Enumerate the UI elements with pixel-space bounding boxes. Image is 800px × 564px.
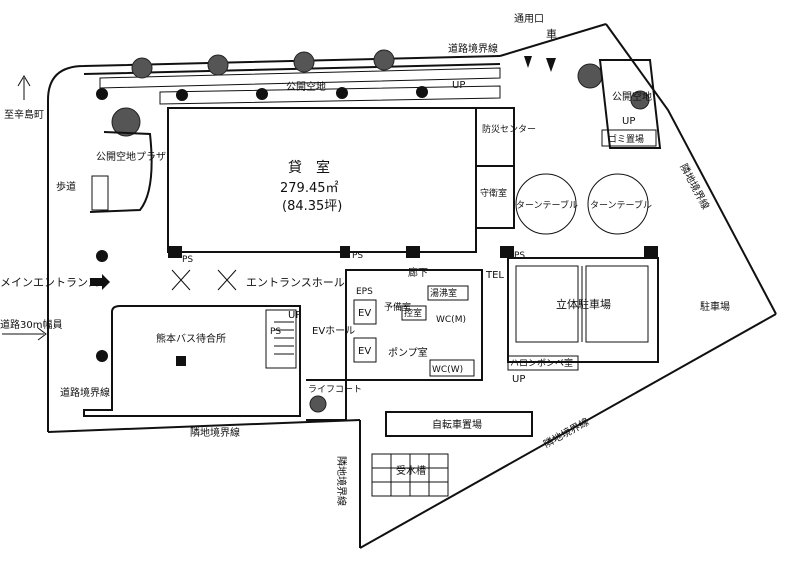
label-ev-1: EV	[358, 308, 371, 319]
service-arrow-1	[524, 56, 532, 68]
plaza-boundary	[89, 131, 153, 213]
label-sidewalk: 歩道	[56, 180, 76, 193]
label-parking-tower: 立体駐車場	[556, 297, 611, 311]
label-eps: EPS	[356, 287, 373, 297]
label-rental-room: 貸 室	[288, 159, 330, 176]
label-parking: 駐車場	[700, 300, 730, 313]
label-disaster-center: 防災センター	[482, 123, 536, 135]
label-road-width: 道路30m幅員	[0, 318, 62, 331]
neighbor-boundary-diagonal-line	[359, 313, 777, 549]
wc-w-box	[429, 359, 475, 377]
rental-room	[167, 107, 477, 253]
label-life-court: ライフコート	[308, 384, 362, 395]
entrance-turnstiles	[171, 269, 237, 291]
label-ps-2: PS	[352, 251, 363, 261]
label-neighbor-boundary-vertical: 隣地境界線	[335, 456, 348, 506]
label-guard-room: 守衛室	[480, 187, 507, 199]
columns-top	[96, 86, 428, 362]
garbage-area	[601, 129, 657, 147]
upper-hedge	[159, 85, 501, 105]
label-neighbor-boundary-bottom: 隣地境界線	[190, 426, 240, 439]
tree-row-top	[111, 49, 650, 413]
tree-plaza	[111, 107, 141, 137]
central-core	[345, 269, 483, 381]
stair	[274, 321, 294, 355]
tree-life-court	[309, 395, 327, 413]
turntable-1-circle	[515, 173, 577, 235]
label-neighbor-boundary-right: 隣地境界線	[677, 161, 712, 211]
label-wc-w: WC(W)	[432, 365, 463, 375]
label-pump-room: ポンプ室	[388, 346, 428, 359]
ps-left-shaft	[265, 309, 297, 369]
label-car: 車	[546, 27, 557, 41]
main-entrance-arrow	[90, 274, 110, 290]
label-ps-1: PS	[182, 255, 193, 265]
parking-tower	[507, 257, 659, 363]
tree-3	[293, 51, 315, 73]
label-turntable-1: ターンテーブル	[516, 199, 578, 211]
label-service-entrance: 通用口	[514, 13, 544, 25]
label-area-m2: 279.45㎡	[280, 181, 339, 196]
label-turntable-2: ターンテーブル	[590, 199, 652, 211]
label-ps-3: PS	[514, 251, 525, 261]
bicycle-parking-area	[385, 411, 533, 437]
label-water-tank: 受水槽	[396, 464, 426, 477]
service-arrow-2	[546, 58, 556, 72]
label-up-top: UP	[452, 80, 465, 91]
life-court-area	[306, 379, 347, 421]
turntable-2-circle	[587, 173, 649, 235]
halon-room-box	[507, 355, 579, 371]
road-boundary-top	[83, 23, 607, 75]
plaza-planter	[91, 175, 109, 211]
label-bus-waiting: 熊本バス待合所	[156, 332, 226, 345]
label-wc-m: WC(M)	[436, 315, 466, 325]
label-bicycle-parking: 自転車置場	[432, 418, 482, 431]
tree-1	[131, 57, 153, 79]
label-main-entrance: メインエントランス	[0, 276, 99, 289]
label-public-open-space-top: 公開空地	[286, 80, 326, 93]
label-ps-left: PS	[270, 327, 281, 337]
label-kitchenette: 湯沸室	[430, 287, 457, 299]
top-hedge-outer	[99, 67, 501, 89]
tree-right-small	[630, 90, 650, 110]
tree-2	[207, 54, 229, 76]
tree-right	[577, 63, 603, 89]
public-space-right	[598, 59, 662, 149]
label-public-open-space-right: 公開空地	[612, 90, 652, 103]
north-arrow	[17, 75, 31, 100]
bus-waiting-room	[83, 305, 301, 417]
disaster-center-room	[475, 107, 515, 167]
label-neighbor-boundary-diagonal: 隣地境界線	[541, 415, 591, 451]
neighbor-boundary-bottom-line	[47, 419, 361, 433]
label-up-left: UP	[288, 310, 301, 321]
label-ev-2: EV	[358, 346, 371, 357]
kitchenette-box	[427, 285, 469, 301]
label-north-arrow: 至辛島町	[4, 108, 44, 121]
label-entrance-hall: エントランスホール	[246, 276, 345, 289]
label-road-boundary-left: 道路境界線	[60, 386, 110, 399]
label-storage: 控室	[404, 307, 422, 319]
label-garbage: ゴミ置場	[608, 133, 644, 145]
tree-4	[373, 49, 395, 71]
label-tel: TEL	[485, 270, 504, 281]
storage-box	[401, 305, 427, 321]
label-spare-room: 予備室	[384, 301, 411, 313]
label-road-boundary-top: 道路境界線	[448, 42, 498, 55]
water-tank-grid	[371, 453, 449, 497]
label-halon-room: ハロンボンベ室	[510, 357, 573, 369]
label-up-bottom: UP	[512, 374, 525, 385]
road-width-arrow	[2, 327, 47, 341]
label-plaza: 公開空地プラザ	[96, 150, 166, 163]
label-corridor: 廊下	[408, 266, 428, 279]
ev-1-box	[353, 299, 377, 325]
ev-2-box	[353, 337, 377, 363]
label-ev-hall: EVホール	[312, 325, 355, 337]
guard-room	[475, 165, 515, 229]
neighbor-boundary-right-line	[605, 23, 777, 315]
site-boundary-left	[47, 55, 501, 432]
label-area-tsubo: (84.35坪)	[282, 199, 342, 214]
label-up-right: UP	[622, 116, 635, 127]
